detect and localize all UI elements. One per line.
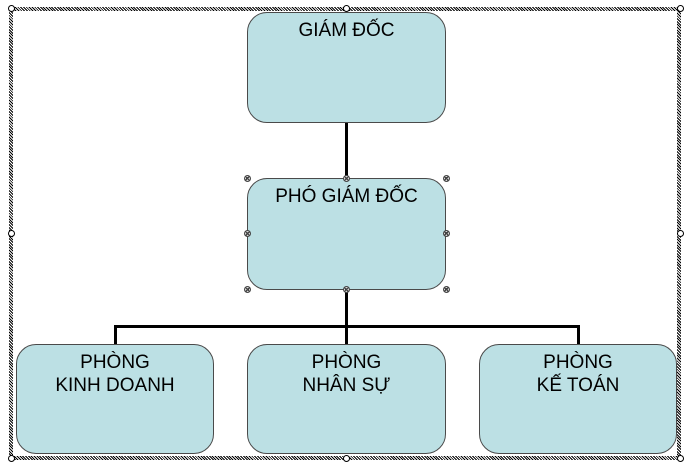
node-hr-label-line2: NHÂN SỰ [302,375,391,396]
node-sales-label-line1: PHÒNG [80,352,150,373]
connector-vice-down [345,290,348,345]
canvas-resize-handle-top-left[interactable] [8,5,15,12]
node-sales[interactable]: PHÒNG KINH DOANH [16,344,214,454]
shape-handle-top-left[interactable] [244,175,251,182]
connector-to-accounting [577,325,580,345]
canvas-resize-handle-top-right[interactable] [677,5,684,12]
node-director[interactable]: GIÁM ĐỐC [247,12,446,123]
node-accounting-label-line2: KẾ TOÁN [536,375,620,396]
connector-director-to-vice [345,123,348,179]
canvas-resize-handle-bottom-middle[interactable] [343,455,350,462]
canvas-resize-handle-bottom-left[interactable] [8,455,15,462]
shape-handle-bottom-middle[interactable] [343,286,350,293]
canvas-resize-handle-middle-right[interactable] [677,230,684,237]
canvas-resize-handle-top-middle[interactable] [343,5,350,12]
node-sales-label-line2: KINH DOANH [55,375,175,396]
shape-handle-middle-left[interactable] [244,230,251,237]
shape-handle-top-right[interactable] [443,175,450,182]
node-hr-label-line1: PHÒNG [311,352,382,373]
node-accounting[interactable]: PHÒNG KẾ TOÁN [479,344,677,454]
shape-handle-bottom-right[interactable] [443,286,450,293]
connector-to-sales [114,325,117,345]
shape-handle-middle-right[interactable] [443,230,450,237]
node-vice-director-label: PHÓ GIÁM ĐỐC [275,186,418,207]
node-accounting-label-line1: PHÒNG [543,352,613,373]
shape-handle-bottom-left[interactable] [244,286,251,293]
node-director-label: GIÁM ĐỐC [298,20,395,41]
connector-horizontal-bar [114,325,580,328]
canvas-resize-handle-middle-left[interactable] [8,230,15,237]
shape-handle-top-middle[interactable] [343,175,350,182]
node-vice-director[interactable]: PHÓ GIÁM ĐỐC [247,178,446,290]
node-hr[interactable]: PHÒNG NHÂN SỰ [247,344,446,454]
canvas-resize-handle-bottom-right[interactable] [677,455,684,462]
